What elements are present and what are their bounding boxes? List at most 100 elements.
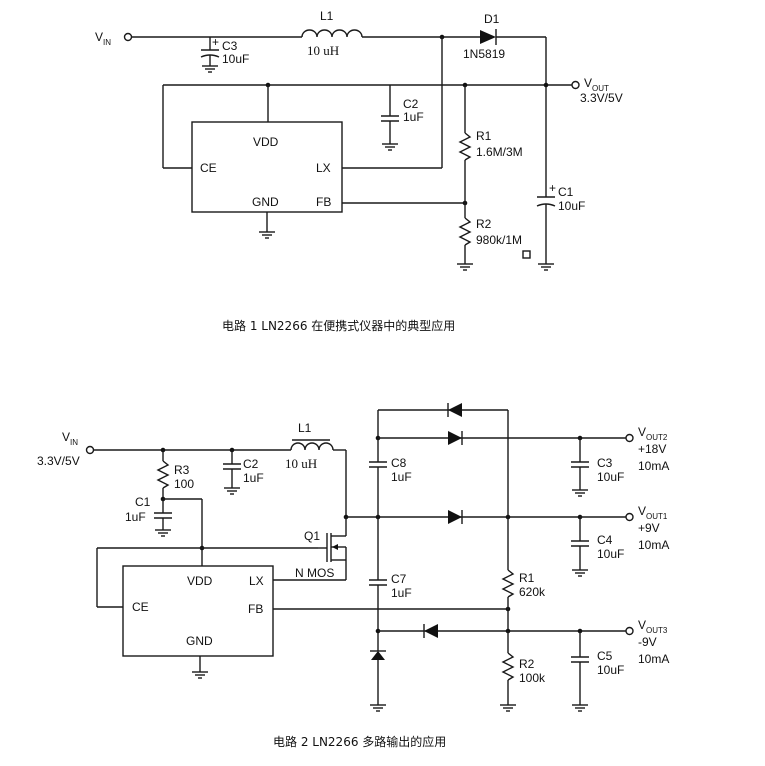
c5-value-2: 10uF: [597, 663, 624, 677]
ic-ln2266-2: [122, 565, 274, 657]
c7-value: 1uF: [391, 586, 412, 600]
vin-terminal-2: [85, 445, 95, 455]
transistor-q1-nmos: [318, 517, 347, 580]
caption-circuit-2: 电路 2 LN2266 多路输出的应用: [273, 734, 446, 749]
diode-vout3: [423, 624, 438, 638]
c5-name-2: C5: [597, 649, 613, 663]
vout3-current: 10mA: [638, 652, 669, 666]
c1-value: 10uF: [558, 199, 585, 213]
c2-value-2: 1uF: [243, 471, 264, 485]
c1-name: C1: [558, 185, 574, 199]
d1-name: D1: [484, 12, 500, 26]
junction-dot: [543, 82, 549, 88]
ic-pin-lx: LX: [316, 161, 331, 175]
c3-polarity-plus: +: [212, 35, 219, 49]
r3-name: R3: [174, 463, 190, 477]
r3-value: 100: [174, 477, 194, 491]
r2-value-2: 100k: [519, 671, 546, 685]
vin-value-2: 3.3V/5V: [37, 454, 80, 468]
c1-polarity-plus: +: [549, 181, 556, 195]
diode-to-ground: [370, 650, 386, 712]
vin-label-2: VIN: [62, 430, 78, 447]
r1-name: R1: [476, 129, 492, 143]
vout1-current: 10mA: [638, 538, 669, 552]
vout3-label: VOUT3: [638, 618, 668, 635]
resistor-r1-1: [458, 85, 472, 218]
resistor-r3-2: [156, 450, 170, 499]
r1-value-2: 620k: [519, 585, 546, 599]
vout3-voltage: -9V: [638, 635, 657, 649]
capacitor-c2-1: [381, 85, 399, 151]
resistor-r1-2: [501, 517, 515, 631]
capacitor-c4-2: [571, 517, 589, 577]
c3-name-2: C3: [597, 456, 613, 470]
vout-label-1: VOUT: [584, 76, 609, 93]
capacitor-c3-2: [571, 438, 589, 497]
vout2-voltage: +18V: [638, 442, 666, 456]
diode-vout1: [448, 510, 463, 524]
capacitor-c2-2: [223, 450, 241, 495]
inductor-l1-2: [290, 439, 334, 451]
ic-pin-lx-2: LX: [249, 574, 264, 588]
ic-pin-ce-2: CE: [132, 600, 149, 614]
r1-value: 1.6M/3M: [476, 145, 523, 159]
capacitor-c1-2: [154, 499, 172, 537]
vout2-label: VOUT2: [638, 425, 668, 442]
c2-value: 1uF: [403, 110, 424, 124]
vin-label-1: VIN: [95, 30, 111, 47]
caption-circuit-1: 电路 1 LN2266 在便携式仪器中的典型应用: [222, 318, 455, 333]
resistor-r2-2: [500, 631, 516, 712]
marker-square: [522, 250, 531, 259]
vout3-terminal: [625, 626, 634, 636]
l1-name: L1: [320, 9, 334, 23]
ic-pin-ce: CE: [200, 161, 217, 175]
diode-d1-1: [480, 29, 497, 45]
c4-value-2: 10uF: [597, 547, 624, 561]
inductor-l1-1: [301, 29, 363, 38]
ic-pin-gnd: GND: [252, 195, 279, 209]
q1-name: Q1: [304, 529, 320, 543]
capacitor-c8-2: [369, 461, 387, 517]
c3-value-2: 10uF: [597, 470, 624, 484]
c1-value-2: 1uF: [125, 510, 146, 524]
vout1-label: VOUT1: [638, 504, 668, 521]
d1-value: 1N5819: [463, 47, 505, 61]
vout1-voltage: +9V: [638, 521, 660, 535]
capacitor-c5-2: [571, 631, 589, 712]
vout2-current: 10mA: [638, 459, 669, 473]
c4-name-2: C4: [597, 533, 613, 547]
resistor-r2-1: [457, 217, 473, 271]
vout-value-1: 3.3V/5V: [580, 91, 623, 105]
c8-name: C8: [391, 456, 407, 470]
diode-vout2: [448, 431, 463, 445]
c2-name: C2: [403, 97, 419, 111]
capacitor-c3-1: [200, 37, 220, 73]
vin-terminal-1: [123, 32, 133, 42]
circuit-2: VIN 3.3V/5V R3 100 C1 1uF: [37, 403, 669, 749]
ic-pin-fb-2: FB: [248, 602, 263, 616]
ic-pin-vdd: VDD: [253, 135, 279, 149]
ic-pin-fb: FB: [316, 195, 331, 209]
r2-value: 980k/1M: [476, 233, 522, 247]
c1-name-2: C1: [135, 495, 151, 509]
circuit-1: VIN + C3 10uF L1 10 uH D1: [95, 9, 623, 333]
capacitor-c1-1: [536, 183, 556, 271]
l1-name-2: L1: [298, 421, 312, 435]
ground-symbol: [259, 212, 275, 239]
r2-name-2: R2: [519, 657, 535, 671]
r1-name-2: R1: [519, 571, 535, 585]
c3-value: 10uF: [222, 52, 249, 66]
diode-top: [447, 403, 462, 417]
c7-name: C7: [391, 572, 407, 586]
capacitor-c7-2: [369, 517, 387, 651]
ground-symbol: [192, 656, 208, 679]
vout-terminal-1: [571, 80, 580, 90]
l1-value-2: 10 uH: [285, 456, 317, 471]
q1-type: N MOS: [295, 566, 334, 580]
c2-name-2: C2: [243, 457, 259, 471]
c3-name: C3: [222, 39, 238, 53]
vout1-terminal: [625, 512, 634, 522]
l1-value: 10 uH: [307, 43, 339, 58]
